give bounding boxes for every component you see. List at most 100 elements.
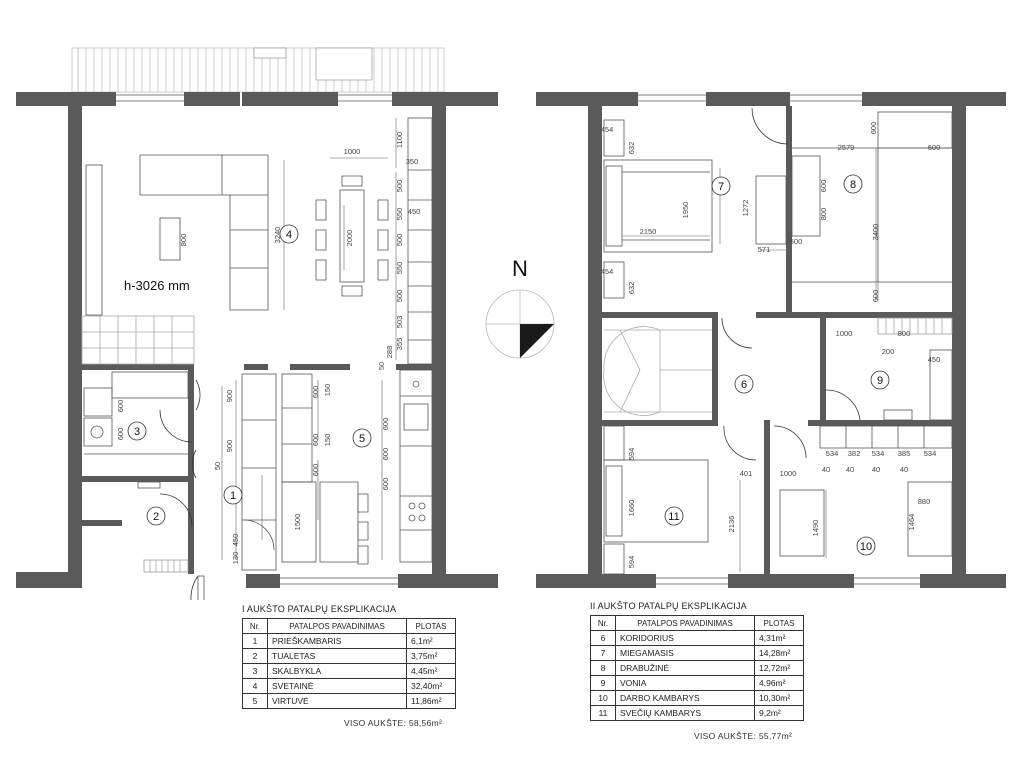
room-number-circle <box>352 428 372 448</box>
floor1-table-title: I AUKŠTO PATALPŲ EKSPLIKACIJA <box>242 604 397 614</box>
cell-nr: 4 <box>242 678 268 694</box>
dimension-label: 450 <box>231 534 240 547</box>
dimension-label: 600 <box>869 122 878 135</box>
cell-name: VIRTUVĖ <box>267 693 407 709</box>
dining-table <box>315 175 389 297</box>
floor1-walls <box>16 92 498 588</box>
room-number: 5 <box>359 433 365 445</box>
col-nr: Nr. <box>590 615 616 631</box>
dimension-label: 1000 <box>344 147 361 156</box>
room-number: 10 <box>860 541 872 553</box>
dimension-label: 40 <box>846 465 854 474</box>
dimension-label: 600 <box>819 180 828 193</box>
cell-name: MIEGAMASIS <box>615 645 755 661</box>
cell-area: 4,31m² <box>754 630 804 646</box>
dimension-label: 40 <box>822 465 830 474</box>
dimension-label: 800 <box>819 208 828 221</box>
room-number: 7 <box>718 181 724 193</box>
room-number: 3 <box>134 426 140 438</box>
dimension-label: 40 <box>872 465 880 474</box>
bed-bedroom <box>603 159 713 253</box>
dimension-label: 454 <box>601 125 614 134</box>
room-number: 9 <box>877 375 883 387</box>
dimension-label: 534 <box>872 449 885 458</box>
room-number-circle <box>127 421 147 441</box>
cell-name: VONIA <box>615 675 755 691</box>
cell-area: 32,40m² <box>406 678 456 694</box>
terrace <box>71 47 445 93</box>
dimension-label: 382 <box>848 449 861 458</box>
dimension-label: 1000 <box>836 329 853 338</box>
cell-nr: 1 <box>242 633 268 649</box>
col-name: PATALPOS PAVADINIMAS <box>267 618 407 634</box>
sofa <box>139 154 269 311</box>
dimension-label: 50 <box>377 362 386 370</box>
room-number: 6 <box>741 379 747 391</box>
room-number-circle <box>870 370 890 390</box>
floor1-total: VISO AUKŠTE: 58,56m² <box>344 718 443 728</box>
dimension-label: 594 <box>627 556 636 569</box>
cell-name: SKALBYKLA <box>267 663 407 679</box>
dimension-label: 800 <box>898 329 911 338</box>
cell-nr: 11 <box>590 705 616 721</box>
col-area: PLOTAS <box>754 615 804 631</box>
floor2-table-title: II AUKŠTO PATALPŲ EKSPLIKACIJA <box>590 601 747 611</box>
dimension-label: 534 <box>924 449 937 458</box>
dimension-label: 150 <box>323 434 332 447</box>
nightstand-top <box>603 119 625 157</box>
room-number-circle <box>734 374 754 394</box>
cell-area: 12,72m² <box>754 660 804 676</box>
dimension-label: 350 <box>406 157 419 166</box>
dimension-label: 900 <box>225 390 234 403</box>
cell-nr: 9 <box>590 675 616 691</box>
dimension-label: 500 <box>395 290 404 303</box>
bed-guest <box>603 459 709 543</box>
dimension-label: 571 <box>758 245 771 254</box>
cell-name: PRIEŠKAMBARIS <box>267 633 407 649</box>
dimension-label: 1100 <box>395 132 404 148</box>
dimension-label: 600 <box>116 428 125 441</box>
wardrobe-dressing <box>791 111 953 283</box>
dimension-label: 1464 <box>907 514 916 531</box>
dimension-label: 600 <box>381 478 390 491</box>
dimension-label: 200 <box>882 347 895 356</box>
stairs-floor2 <box>603 326 712 416</box>
dimension-label: 500 <box>395 234 404 247</box>
floor2-total: VISO AUKŠTE: 55,77m² <box>694 731 793 741</box>
dimension-label: 503 <box>395 316 404 329</box>
cell-area: 3,75m² <box>406 648 456 664</box>
dimension-label: 2579 <box>838 143 855 152</box>
floor2-walls <box>536 92 1006 588</box>
cell-nr: 6 <box>590 630 616 646</box>
dimension-label: 50 <box>213 462 222 470</box>
dimension-label: 800 <box>179 234 188 247</box>
room-number-circle <box>856 536 876 556</box>
cell-name: KORIDORIUS <box>615 630 755 646</box>
dimension-label: 600 <box>381 418 390 431</box>
room-number-circle <box>223 485 243 505</box>
dimension-label: 600 <box>116 400 125 413</box>
dimension-label: 150 <box>323 384 332 397</box>
dimension-label: 385 <box>898 449 911 458</box>
cell-nr: 8 <box>590 660 616 676</box>
kitchen-counter <box>399 369 433 563</box>
dimension-label: 600 <box>311 386 320 399</box>
laundry-equipment <box>83 371 193 455</box>
cell-name: DARBO KAMBARYS <box>615 690 755 706</box>
cell-area: 11,86m² <box>406 693 456 709</box>
dimension-label: 1950 <box>681 202 690 219</box>
cell-nr: 5 <box>242 693 268 709</box>
cell-nr: 3 <box>242 663 268 679</box>
cell-area: 14,28m² <box>754 645 804 661</box>
north-label: N <box>512 256 528 281</box>
dimension-label: 2136 <box>727 516 736 533</box>
cell-area: 10,30m² <box>754 690 804 706</box>
dimension-label: 355 <box>395 338 404 351</box>
